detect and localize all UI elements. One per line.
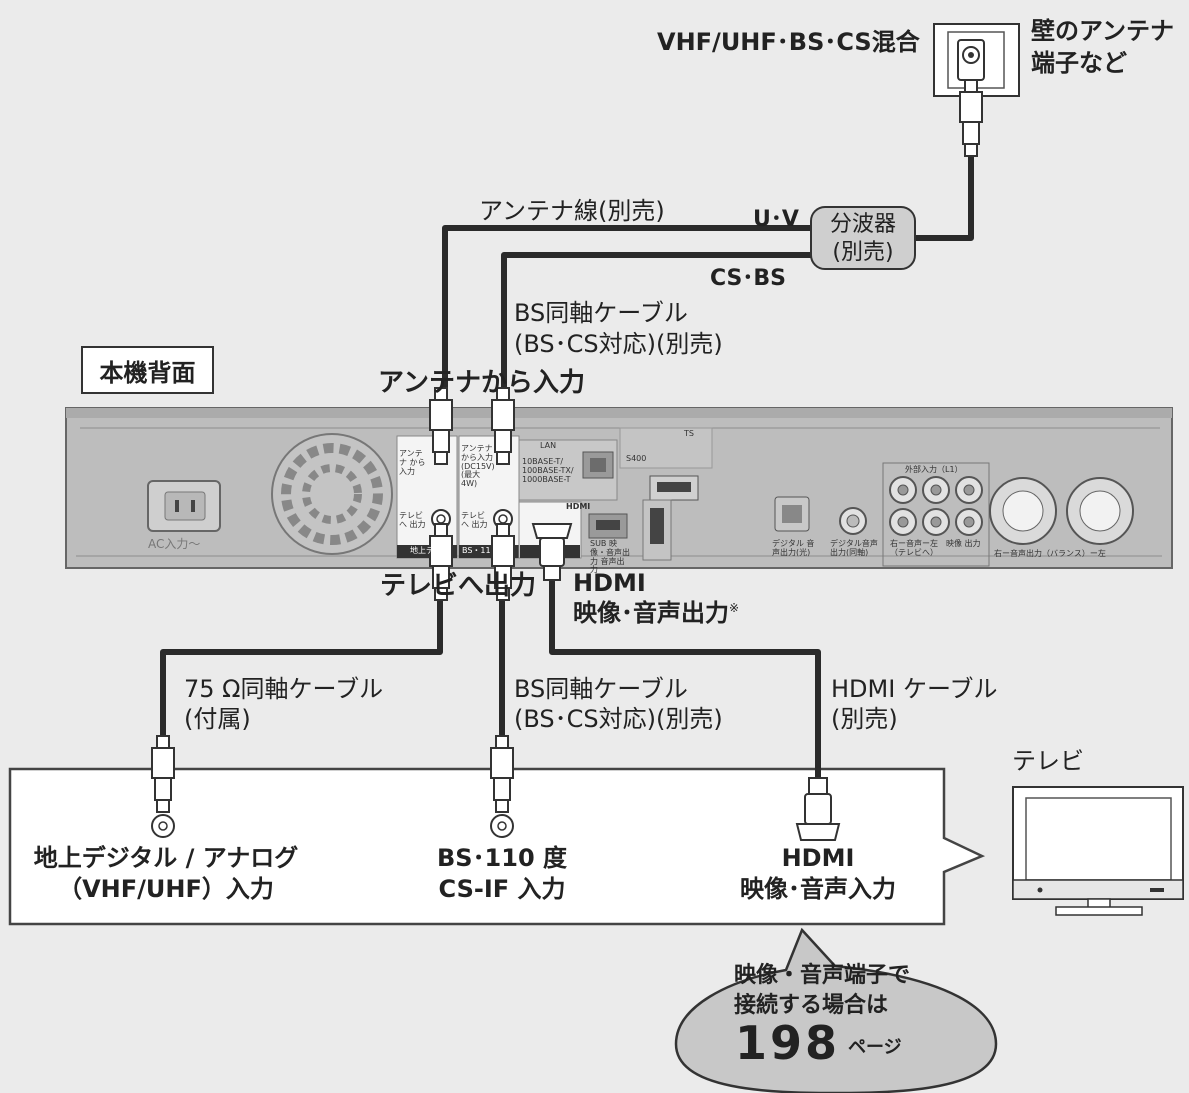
tv-jack-terrestrial [151, 814, 175, 838]
wall-caption-line1: 壁のアンテナ [1031, 17, 1175, 45]
tv-input1-line2: （VHF/UHF）入力 [58, 875, 274, 903]
panel-lan: LAN [540, 441, 557, 450]
tv-input3-line2: 映像･音声入力 [740, 875, 896, 903]
splitter-csbs-label: CS･BS [710, 266, 787, 291]
panel-ext-in: 外部入力（L1） [905, 465, 963, 474]
wall-outlet [933, 23, 1020, 97]
tv-jacks [151, 814, 514, 838]
tv-input1-line1: 地上デジタル / アナログ [33, 844, 299, 872]
hdmi-cable-line1: HDMI ケーブル [831, 675, 998, 703]
plug-tv-bs [490, 735, 514, 813]
panel-lan-spec: 10BASE-T/ 100BASE-TX/ 1000BASE-T [522, 457, 574, 484]
tv-jack-bs [490, 814, 514, 838]
wall-caption-line2: 端子など [1031, 49, 1127, 77]
wall-signal-label: VHF/UHF･BS･CS混合 [657, 28, 920, 56]
tv-label: テレビ [1012, 747, 1084, 775]
bs-cable-top-line1: BS同軸ケーブル [514, 299, 688, 327]
plug-wall [959, 79, 983, 157]
bs-bottom-line1: BS同軸ケーブル [514, 675, 688, 703]
panel-hdmi-logo: HDMI [566, 502, 591, 511]
cable-75ohm [160, 600, 443, 738]
panel-strip2: BS・11 [462, 546, 491, 555]
tv-set [1012, 786, 1184, 916]
cable-wall-to-splitter [913, 146, 974, 241]
plug-tv-terrestrial [151, 735, 175, 813]
panel-ts: TS [684, 429, 694, 438]
note-line1: 映像・音声端子で [734, 963, 911, 988]
panel-s400: S400 [626, 454, 647, 463]
splitter-uv-label: U･V [753, 207, 799, 232]
splitter-box [810, 206, 916, 270]
note-page-number: 198 [735, 1016, 841, 1070]
plug-antenna-in [429, 387, 453, 465]
tv-input2-line1: BS･110 度 [436, 844, 568, 872]
note-page-suffix: ページ [848, 1037, 902, 1058]
panel-balanced: 右ー音声出力（バランス）ー左 [994, 549, 1106, 558]
antenna-cable-label: アンテナ線(別売) [479, 197, 665, 225]
panel-digital-out: デジタル 音声出力(光) [772, 539, 815, 557]
hdmi-plug-tv [795, 777, 841, 841]
coax75-line1: 75 Ω同軸ケーブル [184, 675, 384, 703]
tv-out-label: テレビへ出力 [380, 571, 537, 601]
plug-bs-in [491, 387, 515, 465]
hdmi-out-line1: HDMI [573, 569, 646, 597]
tv-input3-line1: HDMI [781, 844, 855, 872]
panel-digital-coax: デジタル音声 出力(同軸) [830, 539, 878, 557]
plugs [151, 79, 983, 813]
panel-port2-in: アンテナ から入力 (DC15V) (最大4W) [461, 444, 495, 489]
cable-antenna-line [442, 225, 813, 388]
bs-cable-top-line2: (BS･CS対応)(別売) [514, 330, 723, 358]
tv-input-panel [8, 767, 986, 926]
panel-port1-out: テレビへ 出力 [399, 511, 426, 529]
panel-strip1: 地上デ [410, 546, 434, 555]
hdmi-out-line2: 映像･音声出力※ [573, 599, 740, 627]
hdmi-plug-recorder [531, 523, 573, 581]
cables [160, 146, 974, 780]
panel-out-tv: 右ー音声ー左 映像 出力（テレビへ） [890, 539, 981, 557]
recorder-box-label: 本機背面 [81, 346, 214, 394]
plug-tv-out-1 [429, 523, 453, 601]
panel-sub-out: SUB 映像・音声出力 音声出力 [590, 539, 630, 575]
hdmi-out-mark: ※ [729, 601, 740, 615]
note-line2: 接続する場合は [734, 993, 889, 1018]
panel-port2-out: テレビへ 出力 [461, 511, 488, 529]
panel-port1-in: アンテナ から入力 [399, 449, 426, 476]
bs-bottom-line2: (BS･CS対応)(別売) [514, 705, 723, 733]
coax75-line2: (付属) [184, 705, 251, 733]
panel-ac-label: AC入力～ [148, 537, 201, 551]
tv-input2-line2: CS-IF 入力 [438, 875, 566, 903]
hdmi-cable-line2: (別売) [831, 705, 898, 733]
plug-tv-out-2 [491, 523, 515, 601]
cable-hdmi [549, 580, 821, 780]
cable-bs-coax [501, 252, 813, 388]
antenna-in-label: アンテナから入力 [378, 368, 585, 398]
